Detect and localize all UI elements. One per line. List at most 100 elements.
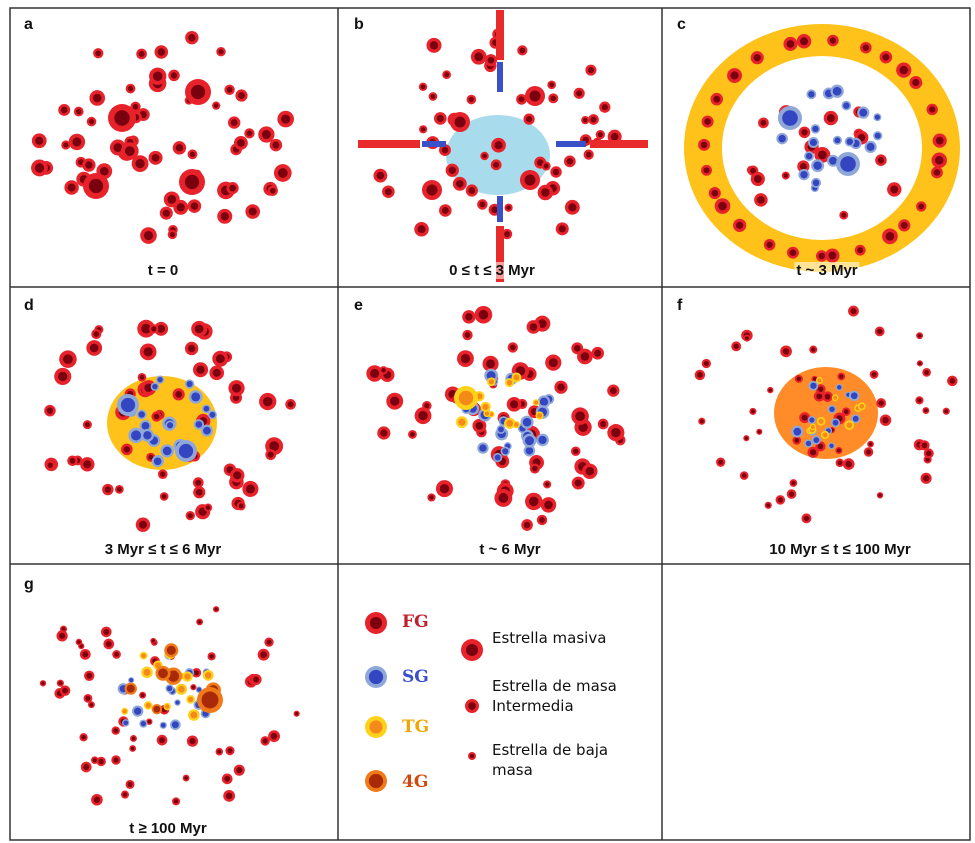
tg-star-core <box>145 702 151 708</box>
fg-star-core <box>924 369 930 375</box>
fg-star-core <box>529 323 538 331</box>
fg-star-core <box>381 368 386 373</box>
fg-star-core <box>152 71 163 81</box>
fg-star-core <box>697 372 703 378</box>
fg-star-core <box>238 503 244 509</box>
fg-star-core <box>410 432 415 437</box>
fg-star-core <box>817 443 824 450</box>
fg-star-core <box>934 156 944 165</box>
fg-star-core <box>98 758 104 765</box>
fg-star-core <box>518 96 525 103</box>
fg-star-core <box>498 493 509 503</box>
fg-star-core <box>718 459 724 465</box>
panel-a-caption: t = 0 <box>145 262 181 279</box>
fg-star-core <box>92 758 97 763</box>
fg-star-core <box>175 391 182 398</box>
fg-star-core <box>253 676 260 683</box>
fg-star-core <box>213 103 219 108</box>
sg-star-core <box>809 417 815 423</box>
fg-star-core <box>812 377 817 381</box>
fg-star-core <box>573 345 581 352</box>
fg-star-core <box>912 78 920 87</box>
sg-star-core <box>866 142 875 151</box>
fg-star-core <box>816 393 823 400</box>
fg-star-core <box>85 695 91 701</box>
sg-star-core <box>809 138 818 147</box>
panel-g-label: g <box>24 576 34 593</box>
fg-star-core <box>817 386 824 392</box>
fg-star-core <box>850 308 857 315</box>
fg-star-core <box>487 56 495 64</box>
fg-star-core <box>237 139 245 147</box>
tg-star-core <box>833 395 838 400</box>
fg-star-core <box>923 408 928 413</box>
fg-star-core <box>420 127 426 132</box>
fg-star-core <box>549 82 555 88</box>
fg-star-core <box>744 336 749 341</box>
tg-star-core <box>141 653 146 659</box>
fg-star-core <box>468 187 476 194</box>
fg-star-core <box>699 419 704 424</box>
fg-star-core <box>173 799 179 804</box>
fg-star-core <box>99 166 109 176</box>
sg-star-core <box>166 685 173 692</box>
fg-star-core <box>843 409 849 415</box>
fg-star-core <box>486 359 495 369</box>
sg-star-core <box>494 454 501 461</box>
fg-star-core <box>81 734 86 740</box>
fg-star-core <box>576 90 583 97</box>
fg-star-core <box>281 114 291 124</box>
fg-star-core <box>700 141 708 149</box>
fg-star-core <box>845 460 852 468</box>
sg-star-core <box>175 700 180 705</box>
fg-star-core <box>89 702 94 707</box>
tg-star-core <box>122 709 127 714</box>
fg-star-core <box>836 448 841 453</box>
fg-star-core <box>236 767 243 774</box>
fg-star-core <box>269 187 276 194</box>
fg-star-core <box>77 640 81 644</box>
fg-star-core <box>703 167 710 174</box>
fg-star-core <box>837 460 843 466</box>
sg-star-core <box>203 405 210 412</box>
fg-star-core <box>229 184 236 192</box>
fg-star-core <box>218 49 224 55</box>
fg-star-core <box>575 411 585 421</box>
fg-star-core <box>741 473 747 478</box>
fg-star-core <box>79 644 83 648</box>
panel-b-caption: 0 ≤ t ≤ 3 Myr <box>447 262 537 279</box>
tg-star-core <box>818 418 824 424</box>
fg-star-core <box>882 53 890 61</box>
sg-star-core <box>123 720 129 726</box>
fg-star-core <box>233 471 242 480</box>
fg-star-core <box>230 119 238 126</box>
fg-star-core <box>58 371 68 382</box>
fg-star-core <box>220 212 229 221</box>
fg-star-core <box>900 222 908 229</box>
fg-star-core <box>923 475 930 482</box>
fg-star-core <box>882 417 889 424</box>
tg-star-core <box>155 662 161 669</box>
fg-star-core <box>193 670 200 676</box>
fg-star-core <box>390 396 400 406</box>
fg-star-core <box>733 343 739 350</box>
fg-star-core <box>917 398 922 403</box>
fg-star-core <box>123 446 131 453</box>
fg-star-core <box>417 225 426 234</box>
panel-c-label: c <box>677 16 686 33</box>
fg-star-core <box>878 400 884 406</box>
fg-star-core <box>226 86 233 93</box>
fg-star-core <box>918 361 922 366</box>
fg-star-core <box>582 117 588 123</box>
fg-star-core <box>536 159 544 166</box>
fg-star-core <box>444 72 450 78</box>
fg-star-core <box>933 169 941 176</box>
fg-star-core <box>482 153 487 159</box>
sg-star-core <box>209 411 216 418</box>
fg-star-core <box>127 85 134 92</box>
fg-star-core <box>144 383 153 392</box>
fg-star-core <box>609 387 617 395</box>
fg-star-core <box>76 108 82 115</box>
panel-d-label: d <box>24 297 34 314</box>
tg-star-core <box>817 378 822 383</box>
